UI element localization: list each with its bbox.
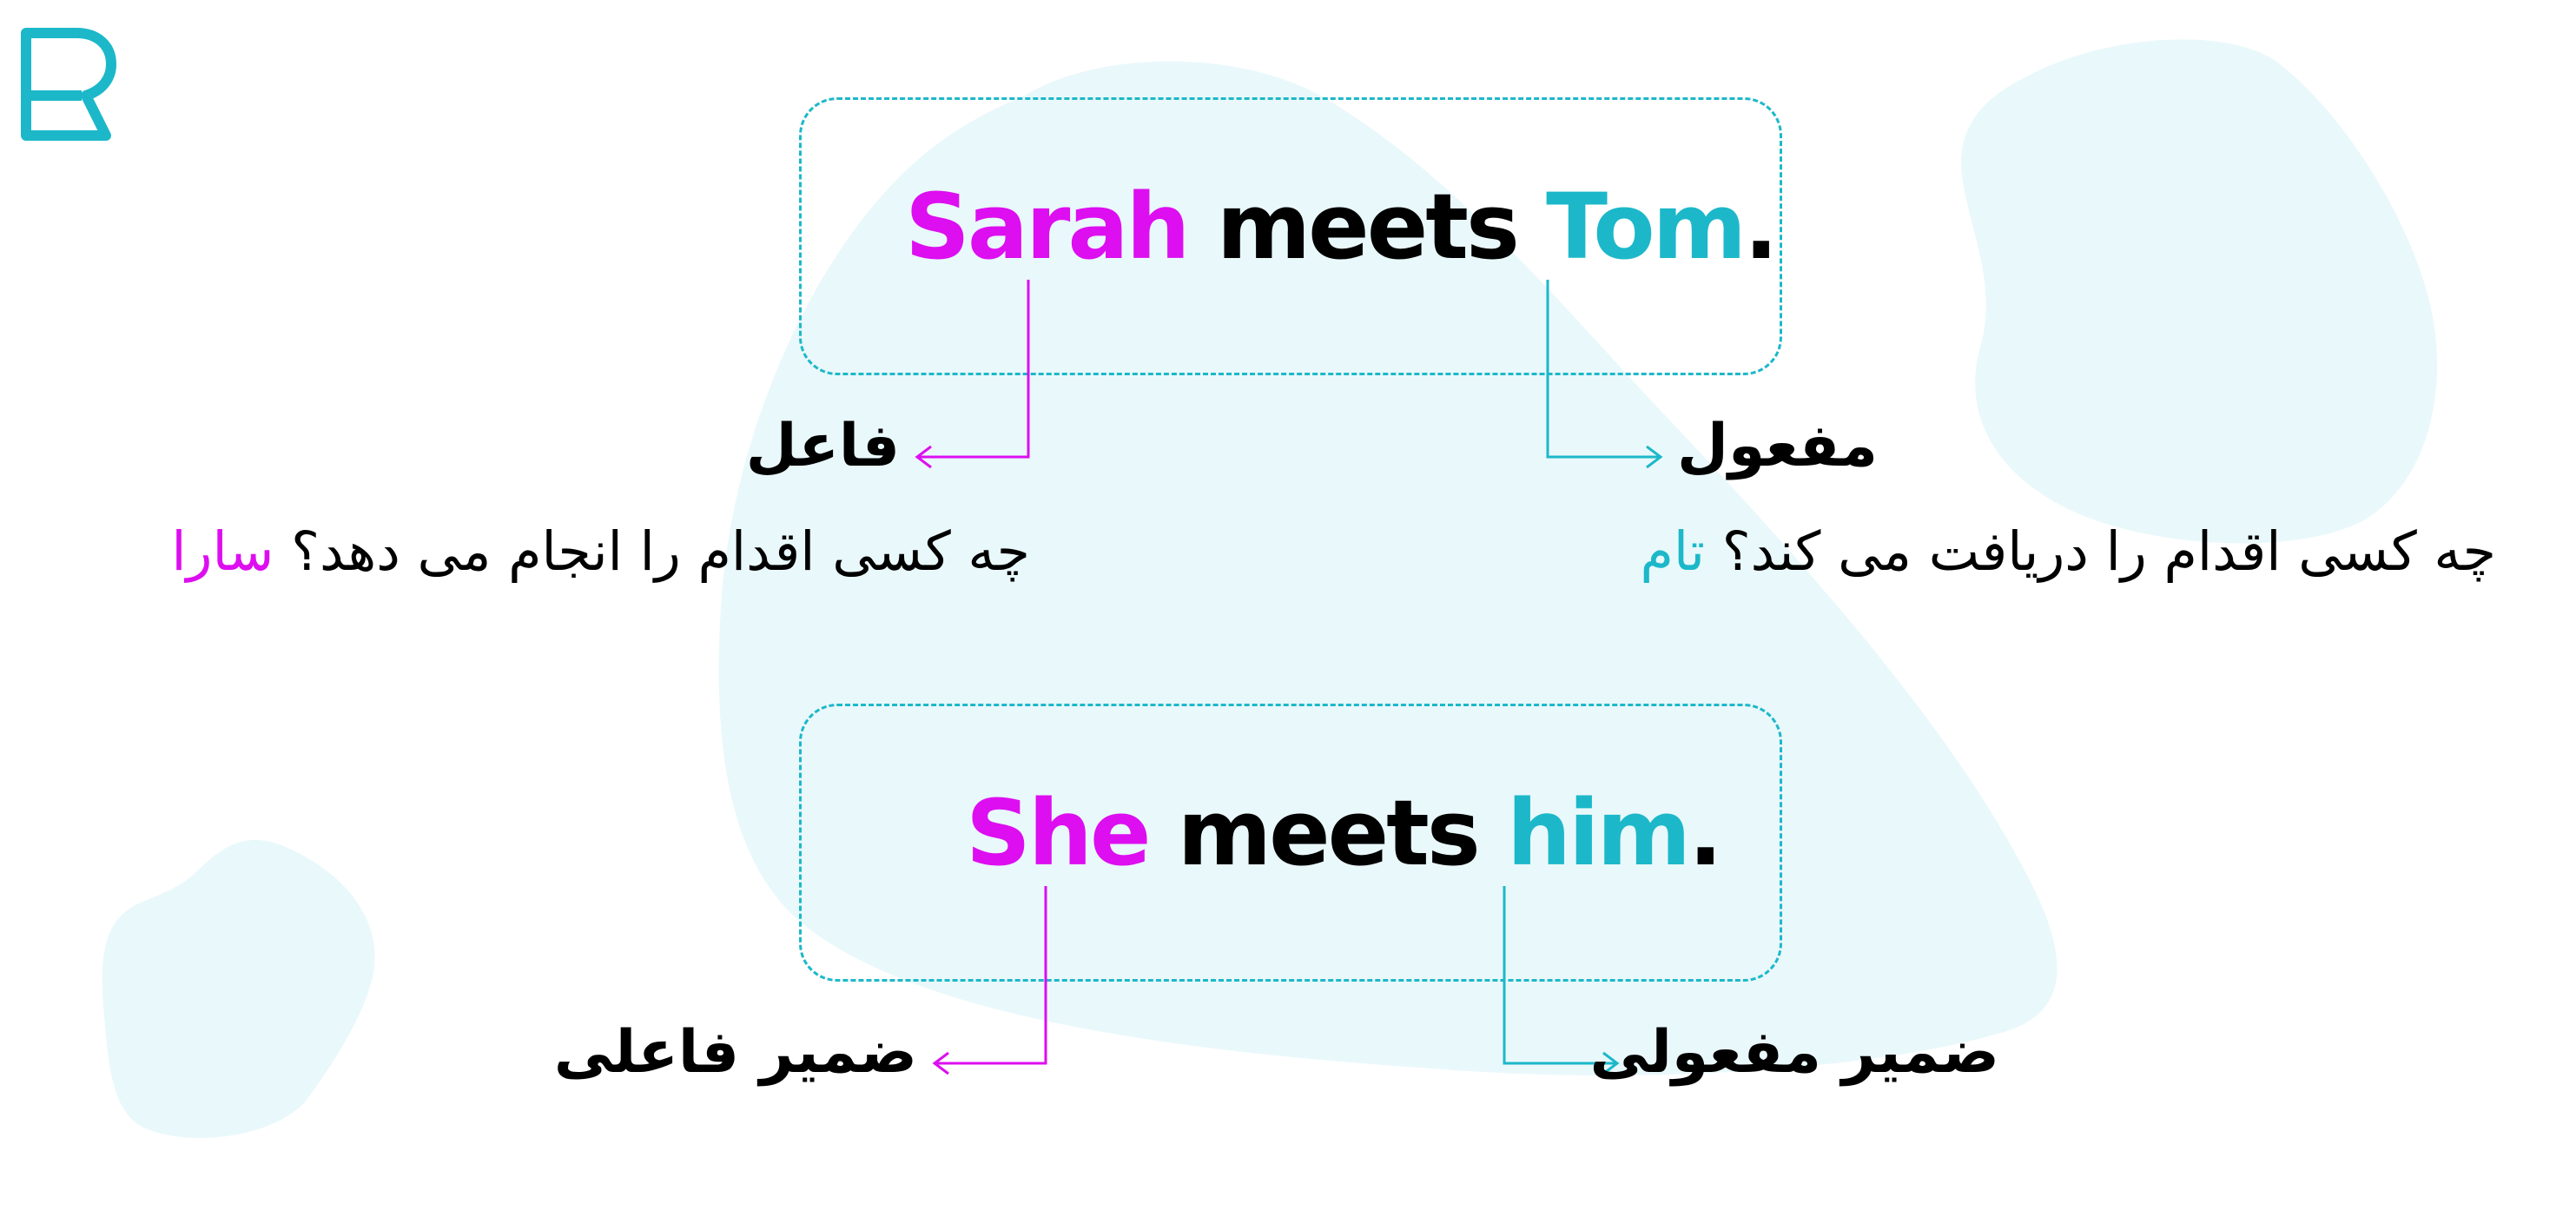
- subject-answer: سارا: [171, 519, 274, 583]
- example1-object-question: چه کسی اقدام را دریافت می کند؟ تام: [1640, 519, 2496, 583]
- example2-period: .: [1688, 780, 1722, 886]
- example2-object: him: [1506, 780, 1691, 886]
- example1-subject: Sarah: [905, 174, 1191, 280]
- center-blob: [718, 61, 2057, 1075]
- example1-subject-question: چه کسی اقدام را انجام می دهد؟ سارا: [171, 519, 1030, 583]
- left-blob: [102, 839, 375, 1138]
- example2-object-label: ضمیر مفعولی: [1589, 1018, 1999, 1087]
- example1-subject-label: فاعل: [745, 412, 900, 480]
- example2-subject-connector: [932, 886, 1047, 1075]
- example1-object: Tom: [1546, 174, 1747, 280]
- example2-verb: meets: [1177, 780, 1481, 886]
- example2-object-connector: [1503, 886, 1620, 1075]
- example1-verb: meets: [1216, 174, 1520, 280]
- r-logo-icon: [21, 28, 116, 141]
- example2-box: [799, 704, 1782, 982]
- object-answer: تام: [1640, 519, 1705, 583]
- example1-object-label: مفعول: [1676, 412, 1878, 480]
- example2-subject: She: [966, 780, 1151, 886]
- example1-period: .: [1744, 174, 1778, 280]
- subject-question-text: چه کسی اقدام را انجام می دهد؟: [291, 519, 1030, 583]
- example1-object-connector: [1546, 280, 1663, 469]
- example1-sentence: Sarah meets Tom.: [905, 174, 1779, 280]
- example2-subject-label: ضمیر فاعلی: [553, 1018, 917, 1087]
- example1-box: [799, 97, 1782, 375]
- example2-sentence: She meets him.: [966, 780, 1723, 886]
- example1-subject-connector: [915, 280, 1030, 469]
- object-question-text: چه کسی اقدام را دریافت می کند؟: [1721, 519, 2496, 583]
- right-blob: [1961, 39, 2438, 544]
